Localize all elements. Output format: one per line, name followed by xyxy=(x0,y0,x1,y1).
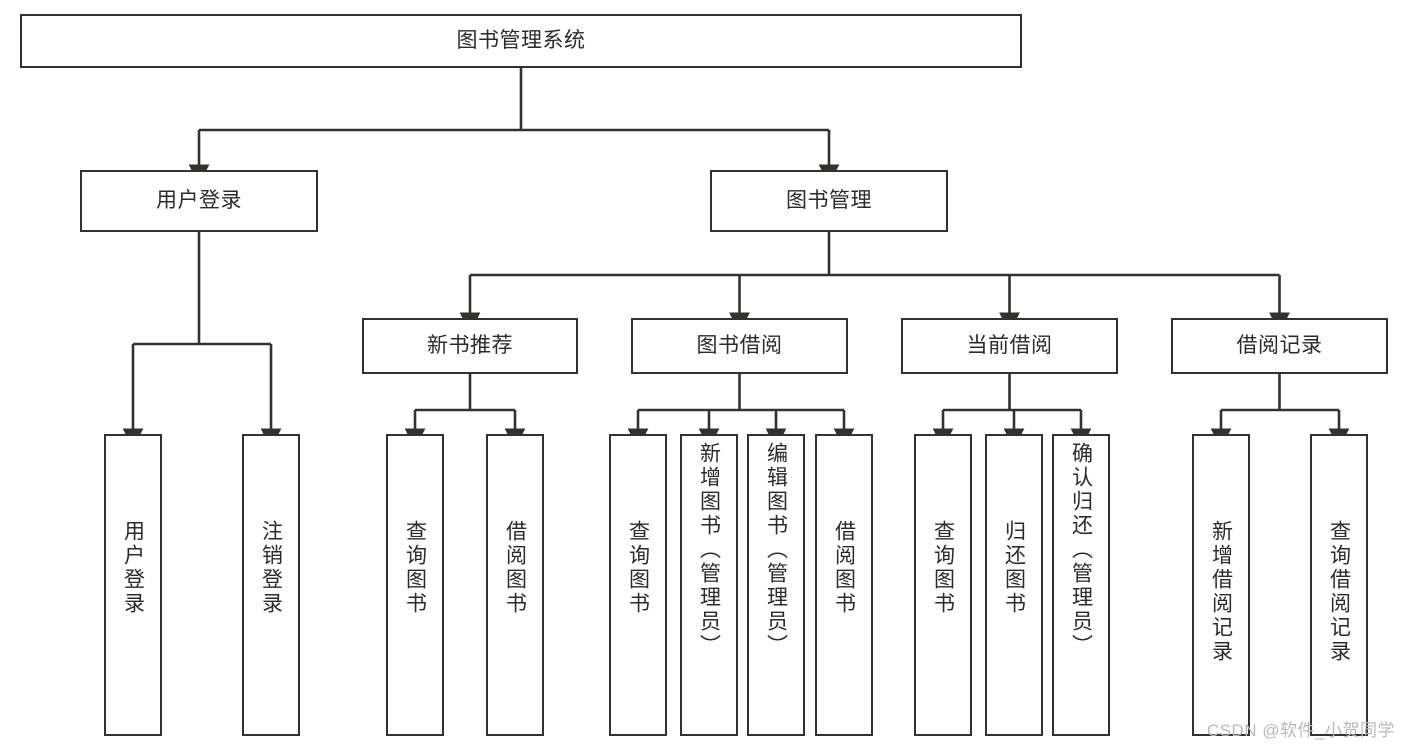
node-leaf-logout[interactable]: 注销登录 xyxy=(242,434,300,736)
node-label: 用户登录 xyxy=(156,188,242,212)
node-leaf-borrow-book-2[interactable]: 借阅图书 xyxy=(815,434,873,736)
node-root[interactable]: 图书管理系统 xyxy=(20,14,1022,68)
node-label: 借阅图书 xyxy=(503,520,527,616)
node-label: 归还图书 xyxy=(1002,520,1026,616)
node-leaf-query-record[interactable]: 查询借阅记录 xyxy=(1310,434,1368,736)
node-label: 注销登录 xyxy=(259,520,283,616)
node-label: 借阅记录 xyxy=(1236,333,1323,357)
node-new-book-rec[interactable]: 新书推荐 xyxy=(362,318,578,374)
node-label: 查询图书 xyxy=(931,520,955,616)
node-leaf-borrow-book-1[interactable]: 借阅图书 xyxy=(486,434,544,736)
node-label: 借阅图书 xyxy=(832,520,856,616)
node-label: 新增图书（管理员） xyxy=(697,442,721,658)
node-leaf-add-record[interactable]: 新增借阅记录 xyxy=(1192,434,1250,736)
node-label: 查询图书 xyxy=(626,520,650,616)
node-leaf-query-book-2[interactable]: 查询图书 xyxy=(609,434,667,736)
node-book-borrow[interactable]: 图书借阅 xyxy=(631,318,848,374)
node-user-login[interactable]: 用户登录 xyxy=(80,170,318,232)
node-leaf-query-book-3[interactable]: 查询图书 xyxy=(914,434,972,736)
node-label: 图书管理系统 xyxy=(456,28,586,52)
node-label: 查询图书 xyxy=(403,520,427,616)
node-borrow-record[interactable]: 借阅记录 xyxy=(1171,318,1388,374)
node-current-borrow[interactable]: 当前借阅 xyxy=(901,318,1118,374)
node-leaf-user-login[interactable]: 用户登录 xyxy=(104,434,162,736)
node-label: 当前借阅 xyxy=(966,333,1053,357)
node-label: 查询借阅记录 xyxy=(1327,520,1351,664)
node-leaf-add-book[interactable]: 新增图书（管理员） xyxy=(680,434,738,736)
node-label: 编辑图书（管理员） xyxy=(764,442,788,658)
node-label: 新书推荐 xyxy=(427,333,513,357)
watermark-text: CSDN @软件_小贺同学 xyxy=(1206,721,1395,740)
node-leaf-edit-book[interactable]: 编辑图书（管理员） xyxy=(747,434,805,736)
node-leaf-confirm-return[interactable]: 确认归还（管理员） xyxy=(1052,434,1110,736)
node-label: 新增借阅记录 xyxy=(1209,520,1233,664)
node-label: 图书借阅 xyxy=(696,333,783,357)
node-leaf-return-book[interactable]: 归还图书 xyxy=(985,434,1043,736)
node-leaf-query-book-1[interactable]: 查询图书 xyxy=(386,434,444,736)
node-book-manage[interactable]: 图书管理 xyxy=(710,170,948,232)
node-label: 确认归还（管理员） xyxy=(1069,442,1093,658)
node-label: 图书管理 xyxy=(786,188,872,212)
node-label: 用户登录 xyxy=(121,520,145,616)
